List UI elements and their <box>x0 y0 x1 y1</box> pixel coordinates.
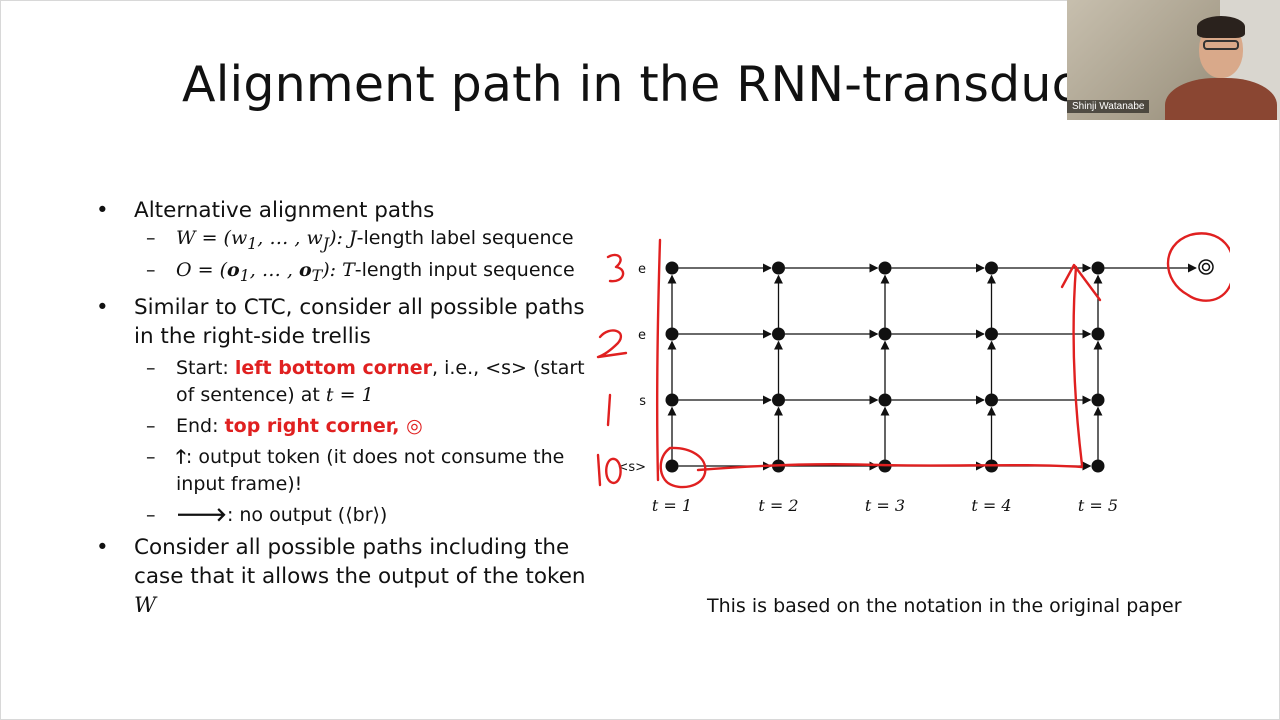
right-arrow-icon: 🡒 <box>176 503 227 526</box>
trellis-node <box>665 261 679 275</box>
sub-bullet-text: : output token (it does not consume the … <box>176 445 565 495</box>
trellis-node <box>665 327 679 341</box>
sub-bullet-start: – Start: left bottom corner, i.e., <s> (… <box>96 355 596 409</box>
bullet-text: Consider all possible paths including th… <box>134 534 586 589</box>
slide-title: Alignment path in the RNN-transducer <box>182 56 1130 113</box>
trellis-edges <box>667 263 1197 471</box>
sub-bullet-dash: – <box>146 503 156 526</box>
math-bold-o: o <box>298 258 312 281</box>
sub-bullet-dash: – <box>146 356 156 379</box>
annotation-number-1 <box>606 393 612 427</box>
sub-bullet-label-sequence: – W = (w1, … , wJ): J-length label seque… <box>96 225 596 257</box>
trellis-node <box>1091 327 1105 341</box>
sub-bullet-dash: – <box>146 445 156 468</box>
annotation-start-circle <box>659 446 707 489</box>
row-label: s <box>639 394 646 409</box>
speaker-hair <box>1197 16 1245 38</box>
highlight-text: left bottom corner <box>234 356 432 379</box>
red-annotations <box>596 232 1230 489</box>
math-mid: , … , w <box>257 227 323 249</box>
bullet-consider-all-paths: • Consider all possible paths including … <box>96 533 596 620</box>
trellis-node <box>878 393 892 407</box>
column-label: t = 4 <box>971 496 1011 515</box>
math-var: T <box>342 258 355 281</box>
trellis-node <box>985 327 998 341</box>
highlight-text: top right corner, ◎ <box>224 414 423 437</box>
speaker-name-label: Shinji Watanabe <box>1067 100 1150 113</box>
trellis-node <box>878 327 892 341</box>
trellis-labels: <s> s e e t = 1 t = 2 t = 3 t = 4 t = 5 <box>617 262 1118 515</box>
sub-bullet-end: – End: top right corner, ◎ <box>96 413 596 440</box>
speaker-video: Shinji Watanabe <box>1067 0 1280 120</box>
notation-note: This is based on the notation in the ori… <box>707 595 1182 617</box>
column-label: t = 2 <box>758 496 798 515</box>
speaker-body <box>1165 78 1277 120</box>
sub-bullet-text: : no output (⟨br⟩) <box>226 503 388 526</box>
trellis-node <box>985 261 998 275</box>
trellis-node <box>665 393 679 407</box>
bullet-list: • Alternative alignment paths – W = (w1,… <box>96 196 596 620</box>
math-o-lhs: O = ( <box>176 258 227 281</box>
trellis-node <box>1091 459 1105 473</box>
math-sub: 1 <box>239 265 250 285</box>
annotation-number-3 <box>606 253 625 283</box>
row-label: e <box>638 328 646 343</box>
bullet-similar-to-ctc: • Similar to CTC, consider all possible … <box>96 293 596 351</box>
math-rhs: ): <box>322 258 343 281</box>
annotation-bottom-path <box>696 463 1084 472</box>
annotation-left-vertical <box>655 238 662 482</box>
trellis-node <box>1091 393 1105 407</box>
row-label: e <box>638 262 646 277</box>
sub-bullet-prefix: Start: <box>176 356 235 379</box>
trellis-node <box>772 327 785 341</box>
trellis-node <box>1091 261 1105 275</box>
math-t-equals-1: t = 1 <box>325 383 374 406</box>
bullet-text: Similar to CTC, consider all possible pa… <box>134 294 585 349</box>
rnnt-trellis-diagram: <s> s e e t = 1 t = 2 t = 3 t = 4 t = 5 <box>596 232 1230 515</box>
math-bold-o: o <box>227 258 240 281</box>
up-arrow-icon: 🡑 <box>176 445 186 468</box>
annotation-right-up-path <box>1072 265 1084 467</box>
trellis-node <box>985 393 998 407</box>
annotation-number-0 <box>596 453 622 487</box>
sub-bullet-right-arrow: – 🡒: no output (⟨br⟩) <box>96 502 596 529</box>
column-label: t = 3 <box>865 496 905 515</box>
sub-bullet-text: -length label sequence <box>356 227 574 249</box>
math-var: J <box>348 227 357 249</box>
math-w: W <box>134 592 157 618</box>
sub-bullet-dash: – <box>146 414 156 437</box>
speaker-glasses <box>1203 40 1239 50</box>
sub-bullet-dash: – <box>146 258 156 281</box>
math-mid: , … , <box>249 258 299 281</box>
column-label: t = 5 <box>1078 496 1118 515</box>
sub-bullet-text: -length input sequence <box>354 258 575 281</box>
row-label: <s> <box>617 460 646 475</box>
sub-bullet-dash: – <box>146 227 156 249</box>
sub-bullet-input-sequence: – O = (o1, … , oT): T-length input seque… <box>96 257 596 289</box>
bullet-alternative-paths: • Alternative alignment paths <box>96 196 596 225</box>
math-sub: J <box>322 233 330 253</box>
trellis-node <box>878 261 892 275</box>
math-rhs: ): <box>329 227 349 249</box>
sub-bullet-text: , i.e., <s> (start of sentence) at <box>176 356 585 406</box>
bullet-text: Alternative alignment paths <box>134 198 435 223</box>
end-node-inner <box>1201 262 1211 272</box>
annotation-right-arrowhead <box>1060 263 1102 302</box>
math-sub: T <box>311 265 323 285</box>
sub-bullet-prefix: End: <box>176 414 225 437</box>
trellis-node <box>772 393 785 407</box>
trellis-node <box>665 459 679 473</box>
bullet-dot: • <box>96 198 109 223</box>
end-node-outer <box>1198 259 1214 275</box>
annotation-number-2 <box>596 329 628 359</box>
annotation-end-circle <box>1166 232 1230 302</box>
math-sub: 1 <box>247 233 258 253</box>
bullet-dot: • <box>96 534 109 560</box>
column-label: t = 1 <box>652 496 692 515</box>
math-w-lhs: W = (w <box>176 227 248 249</box>
bullet-dot: • <box>96 294 109 320</box>
sub-bullet-up-arrow: – 🡑: output token (it does not consume t… <box>96 444 596 498</box>
trellis-node <box>772 261 785 275</box>
